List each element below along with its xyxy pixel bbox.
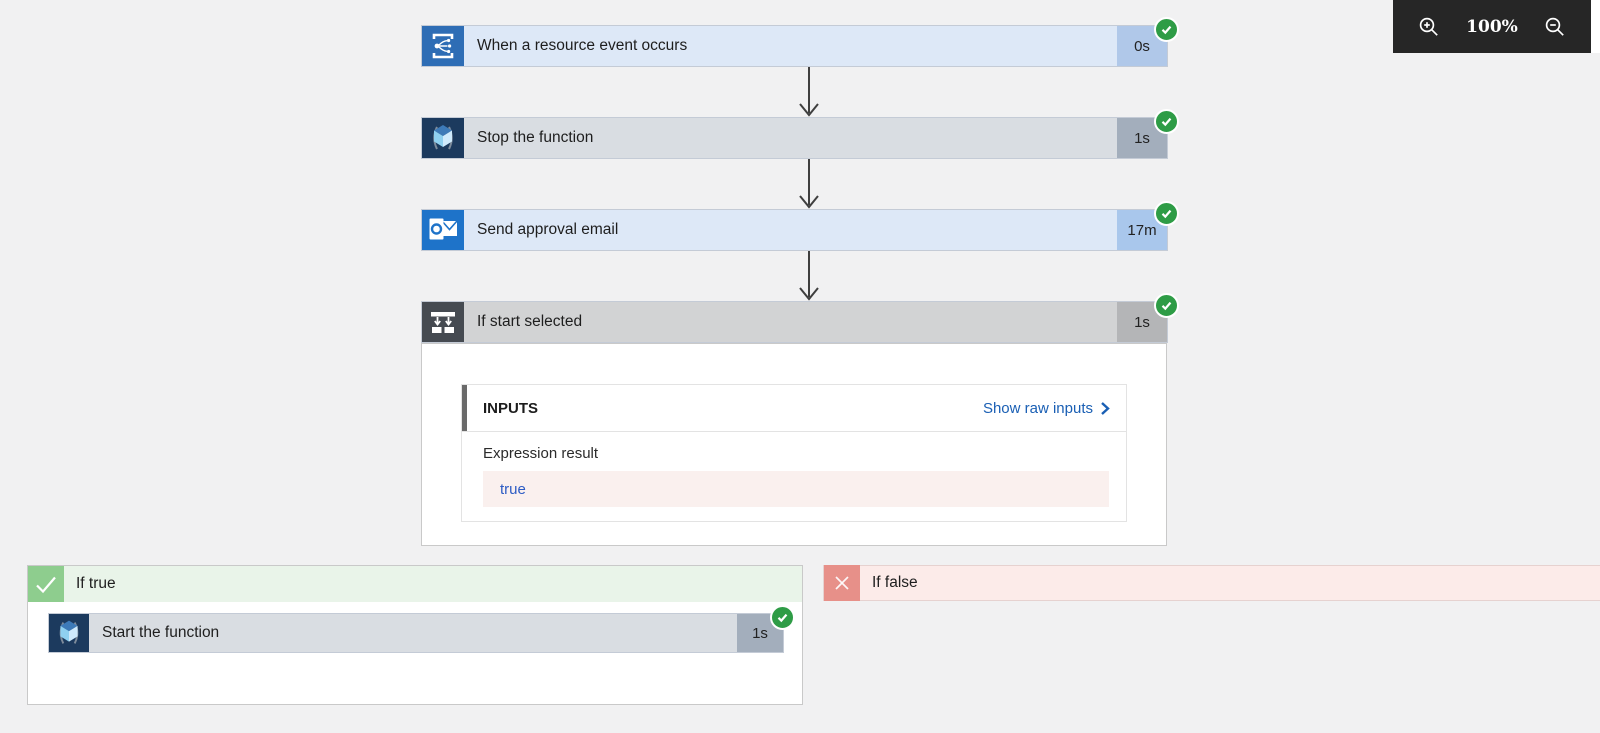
if-true-header[interactable]: If true (28, 566, 802, 602)
branch-false-x-icon (824, 565, 860, 601)
if-start-selected-card[interactable]: If start selected 1s (421, 293, 1179, 343)
zoom-out-icon (1545, 17, 1564, 36)
inputs-box: INPUTS Show raw inputs Expression result… (461, 384, 1127, 522)
zoom-level: 100% (1466, 16, 1518, 37)
show-raw-inputs-label: Show raw inputs (982, 399, 1093, 417)
step-title: Start the function (102, 624, 220, 641)
step-title: Stop the function (477, 129, 594, 146)
event-grid-icon (422, 26, 464, 66)
chevron-right-icon (1101, 401, 1110, 415)
show-raw-inputs-link[interactable]: Show raw inputs (983, 400, 1110, 417)
zoom-in-button[interactable] (1416, 14, 1442, 40)
if-false-label: If false (872, 574, 918, 591)
expression-result-label: Expression result (483, 445, 599, 462)
success-badge-icon (770, 605, 795, 630)
expression-result-value-box: true (483, 471, 1109, 507)
success-badge-icon (1154, 201, 1179, 226)
connector-arrow (799, 251, 819, 301)
branch-true-check-icon (28, 566, 64, 602)
if-true-branch: If true Start the function 1s (27, 565, 803, 705)
success-badge-icon (1154, 109, 1179, 134)
connector-arrow (799, 67, 819, 117)
zoom-in-icon (1419, 17, 1438, 36)
zoom-toolbar: 100% (1393, 0, 1591, 53)
expression-result-value: true (500, 480, 526, 498)
stop-function-card[interactable]: Stop the function 1s (421, 109, 1179, 159)
if-false-branch[interactable]: If false (823, 565, 1600, 601)
success-badge-icon (1154, 17, 1179, 42)
inputs-header: INPUTS Show raw inputs (462, 385, 1126, 432)
step-title: Send approval email (477, 221, 619, 238)
condition-details-panel: INPUTS Show raw inputs Expression result… (421, 343, 1167, 546)
step-title: When a resource event occurs (477, 37, 688, 54)
connector-arrow (799, 159, 819, 209)
inputs-header-label: INPUTS (483, 399, 539, 417)
send-approval-email-card[interactable]: Send approval email 17m (421, 201, 1179, 251)
function-cube-icon (422, 118, 464, 158)
outlook-icon (422, 210, 464, 250)
function-cube-icon (49, 614, 89, 652)
canvas-edge-strip (1591, 0, 1600, 53)
zoom-out-button[interactable] (1542, 14, 1568, 40)
condition-icon (422, 302, 464, 342)
inputs-content: Expression result true (462, 432, 1126, 507)
start-function-card[interactable]: Start the function 1s (48, 605, 795, 653)
if-true-label: If true (76, 575, 116, 592)
success-badge-icon (1154, 293, 1179, 318)
trigger-card[interactable]: When a resource event occurs 0s (421, 17, 1179, 67)
step-title: If start selected (477, 313, 583, 330)
